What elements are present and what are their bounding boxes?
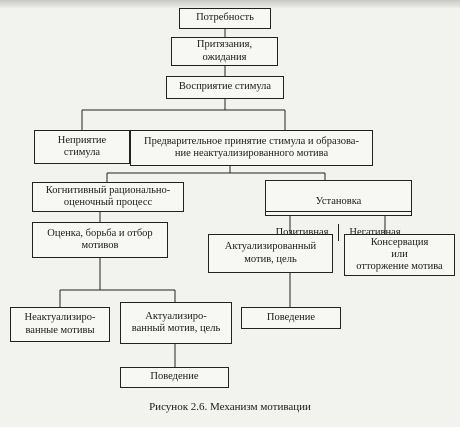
actualized-right-box: Актуализированный мотив, цель xyxy=(208,234,333,273)
acceptance-box: Предварительное принятие стимула и образ… xyxy=(130,130,373,166)
claims-box: Притязания, ожидания xyxy=(171,37,278,66)
figure-caption: Рисунок 2.6. Механизм мотивации xyxy=(149,401,311,413)
perception-box: Восприятие стимула xyxy=(166,76,284,99)
positive-cell: Позитивная xyxy=(275,226,329,238)
actualized-left-box: Актуализиро- ванный мотив, цель xyxy=(120,302,232,344)
scan-edge xyxy=(0,0,460,8)
negative-cell: Негативная xyxy=(338,224,411,242)
installation-label: Установка xyxy=(266,193,411,213)
behavior-right-box: Поведение xyxy=(241,307,341,329)
need-box: Потребность xyxy=(179,8,271,29)
unactualized-box: Неактуализиро- ванные мотивы xyxy=(10,307,110,342)
conservation-box: Консервация или отторжение мотива xyxy=(344,234,455,276)
cognitive-box: Когнитивный рационально- оценочный проце… xyxy=(32,182,184,212)
installation-box: Установка Позитивная Негативная xyxy=(265,180,412,242)
behavior-left-box: Поведение xyxy=(120,367,229,388)
evaluation-box: Оценка, борьба и отбор мотивов xyxy=(32,222,168,258)
rejection-box: Неприятие стимула xyxy=(34,130,130,164)
